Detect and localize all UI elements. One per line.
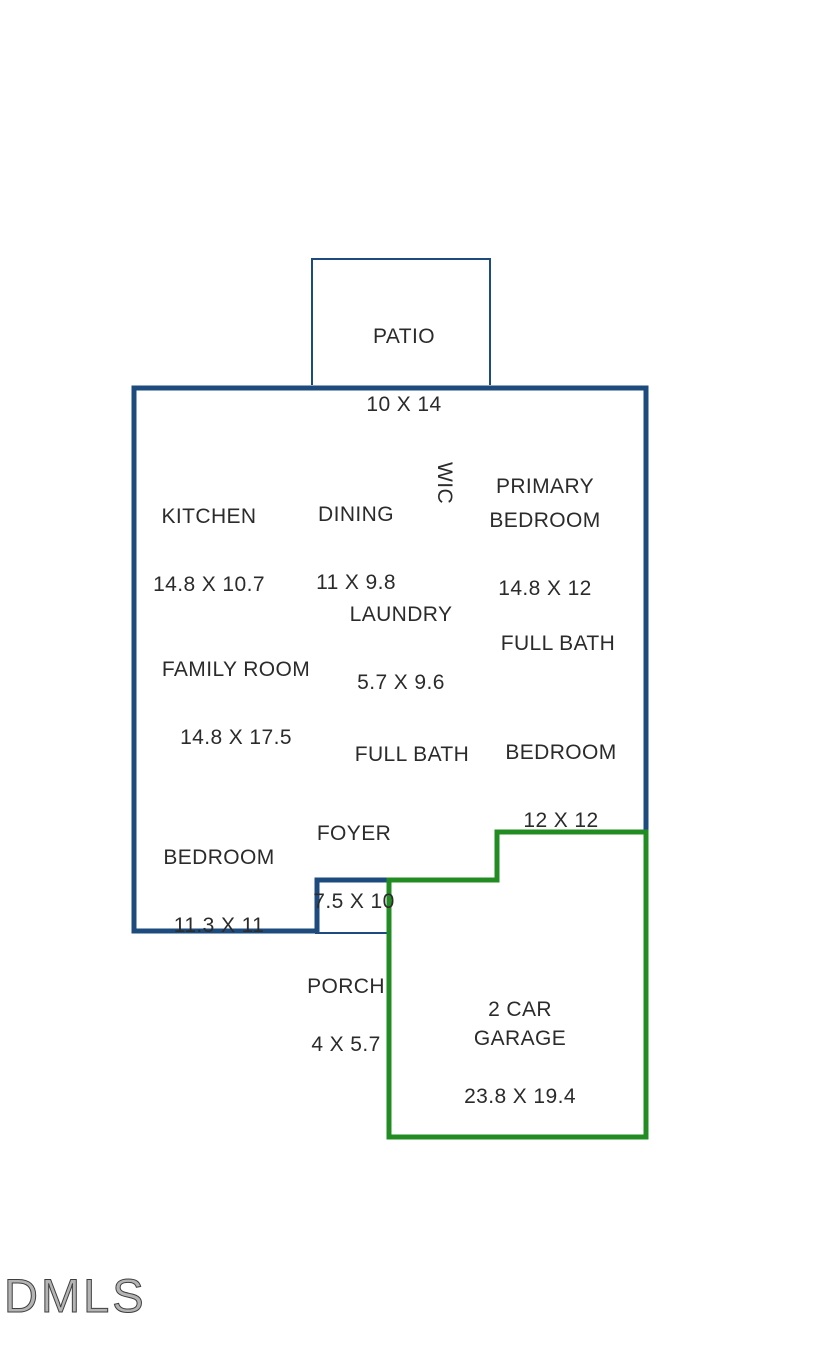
house-outline (131, 385, 649, 934)
room-dims: 4 X 5.7 (311, 1033, 381, 1056)
room-name: WIC (433, 461, 456, 505)
room-label-kitchen: KITCHEN 14.8 X 10.7 (153, 466, 265, 636)
room-name: 2 CAR GARAGE (473, 998, 567, 1050)
room-name: BEDROOM (505, 741, 617, 764)
patio-outline (311, 258, 491, 385)
room-name: BEDROOM (163, 846, 275, 869)
room-dims: 7.5 X 10 (313, 890, 395, 913)
room-label-primary-bedroom: PRIMARY BEDROOM 14.8 X 12 (489, 436, 600, 640)
room-dims: 11 X 9.8 (316, 571, 396, 594)
room-dims: 14.8 X 12 (498, 577, 592, 600)
room-name: PORCH (307, 975, 385, 998)
garage-outline (386, 829, 649, 1140)
room-label-garage: 2 CAR GARAGE 23.8 X 19.4 (464, 966, 576, 1140)
room-dims: 14.8 X 10.7 (153, 573, 265, 596)
room-label-bedroom-2: BEDROOM 12 X 12 (505, 702, 616, 872)
room-name: FOYER (316, 822, 392, 845)
dmls-watermark: DMLS (4, 1269, 147, 1323)
room-label-patio: PATIO 10 X 14 (366, 286, 441, 456)
room-name: KITCHEN (161, 505, 257, 528)
room-name: LAUNDRY (349, 603, 453, 626)
room-dims: 14.8 X 17.5 (180, 726, 292, 749)
room-dims: 10 X 14 (366, 393, 442, 416)
room-label-dining: DINING 11 X 9.8 (316, 464, 396, 634)
room-label-porch: PORCH 4 X 5.7 (307, 943, 385, 1088)
room-dims: 23.8 X 19.4 (464, 1085, 576, 1108)
room-label-family-room: FAMILY ROOM 14.8 X 17.5 (162, 619, 310, 789)
room-dims: 12 X 12 (523, 809, 599, 832)
room-name: PATIO (373, 325, 435, 348)
room-label-bedroom-3: BEDROOM 11.3 X 11 (163, 807, 274, 977)
room-name: FULL BATH (354, 743, 470, 766)
room-label-laundry: LAUNDRY 5.7 X 9.6 (350, 564, 453, 734)
room-name: DINING (318, 503, 394, 526)
room-label-full-bath-upper: FULL BATH (501, 593, 615, 695)
room-label-full-bath-lower: FULL BATH (355, 704, 469, 806)
room-dims: 5.7 X 9.6 (357, 671, 445, 694)
room-name: FAMILY ROOM (161, 658, 311, 681)
room-label-foyer: FOYER 7.5 X 10 (313, 783, 394, 953)
room-name: PRIMARY BEDROOM (489, 475, 601, 532)
room-label-wic: WIC (393, 462, 495, 504)
room-name: FULL BATH (500, 632, 616, 655)
room-dims: 11.3 X 11 (173, 914, 265, 937)
